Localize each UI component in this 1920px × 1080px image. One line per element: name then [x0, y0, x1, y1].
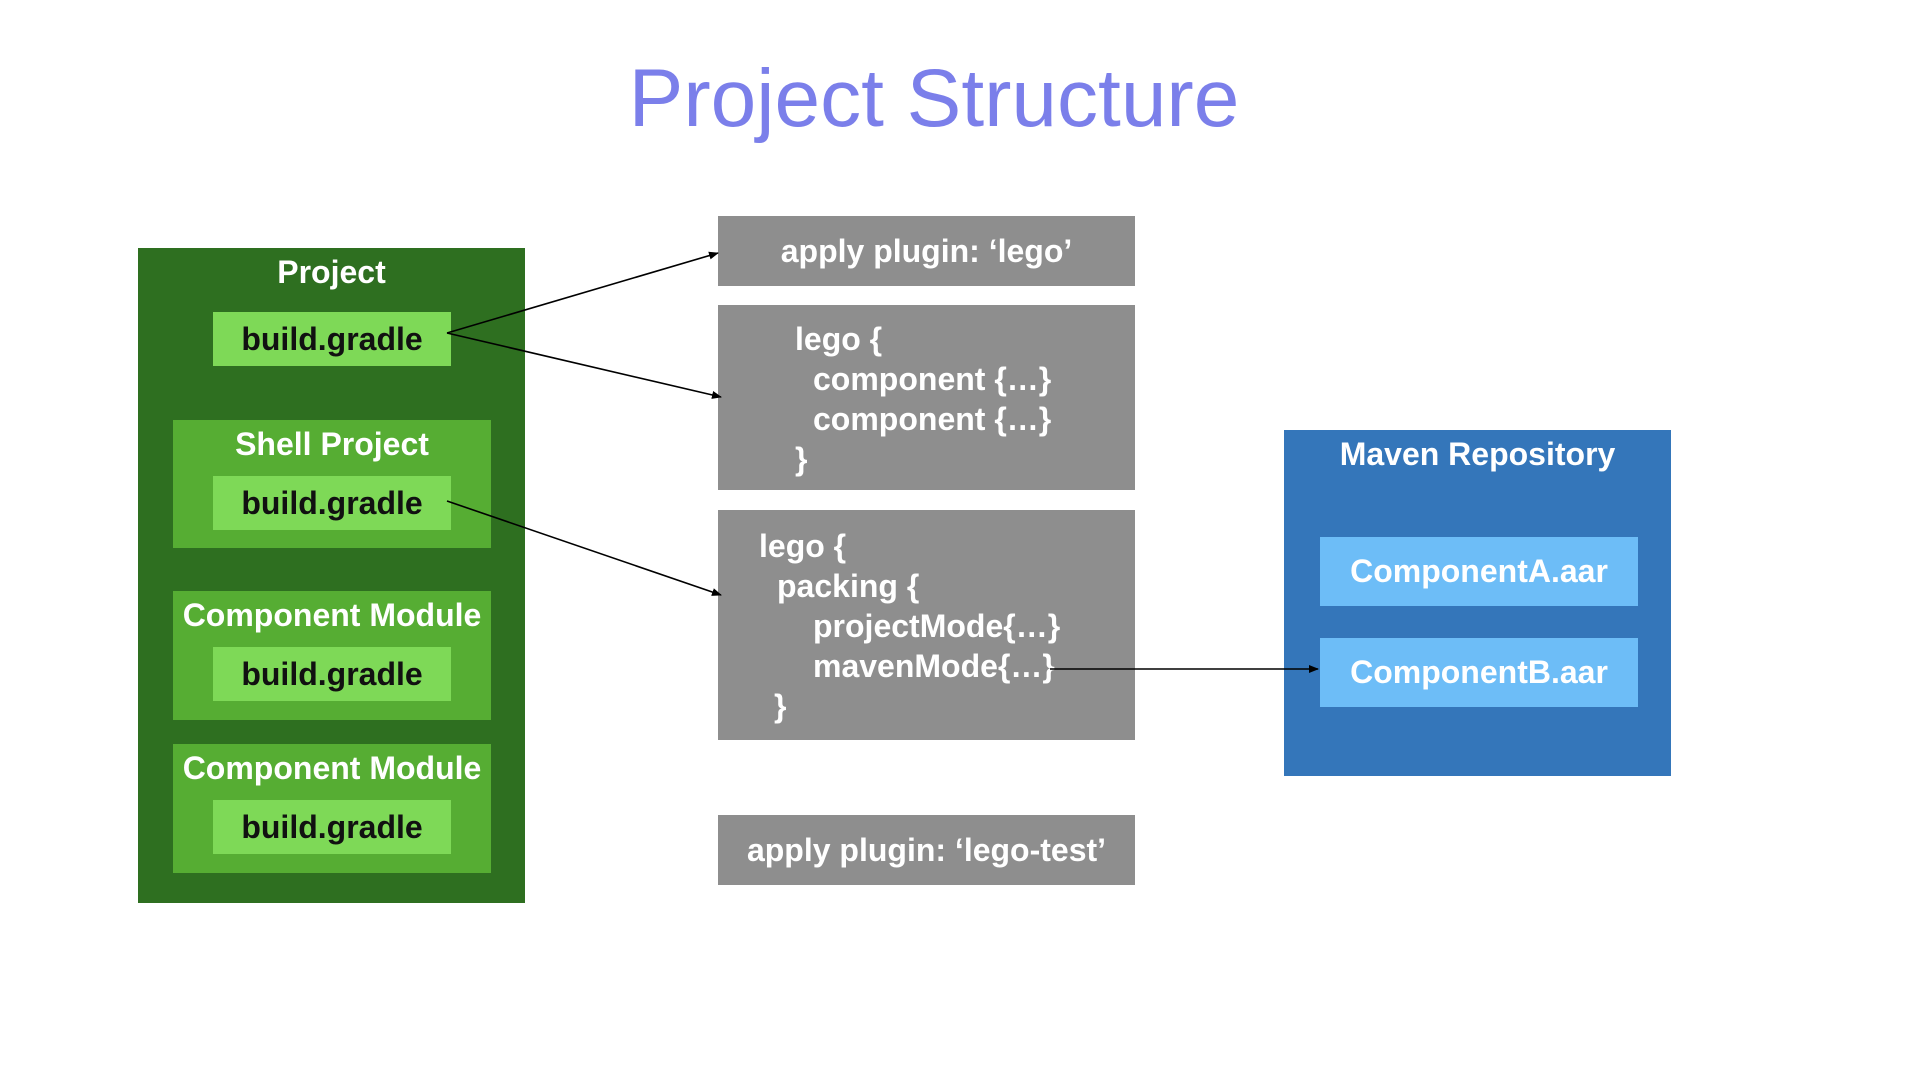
- code-line: }: [795, 441, 808, 477]
- code-line: packing {: [777, 568, 920, 604]
- page-title: Project Structure: [628, 53, 1240, 144]
- component-module-1-build-gradle: build.gradle: [213, 647, 451, 701]
- code-line: lego {: [795, 321, 883, 357]
- component-module-2-build-gradle: build.gradle: [213, 800, 451, 854]
- artifact-component-b: ComponentB.aar: [1320, 638, 1638, 707]
- maven-repository-label: Maven Repository: [1339, 436, 1616, 472]
- apply-lego-test-box: apply plugin: ‘lego-test’: [718, 815, 1135, 885]
- component-module-2-label: Component Module: [182, 750, 482, 786]
- shell-project-build-gradle: build.gradle: [213, 476, 451, 530]
- code-line: component {…}: [813, 401, 1052, 437]
- code-line: }: [774, 688, 787, 724]
- project-label: Project: [277, 254, 386, 290]
- project-build-gradle: build.gradle: [213, 312, 451, 366]
- lego-packing-box: lego { packing { projectMode{…} mavenMod…: [718, 510, 1135, 740]
- component-module-1-label: Component Module: [182, 597, 482, 633]
- code-line: component {…}: [813, 361, 1052, 397]
- lego-components-box: lego { component {…} component {…} }: [718, 305, 1135, 490]
- shell-project-label: Shell Project: [235, 426, 429, 462]
- code-line: lego {: [759, 528, 847, 564]
- apply-lego-box: apply plugin: ‘lego’: [718, 216, 1135, 286]
- artifact-component-a: ComponentA.aar: [1320, 537, 1638, 606]
- code-line: mavenMode{…}: [813, 648, 1055, 684]
- code-line: projectMode{…}: [813, 608, 1061, 644]
